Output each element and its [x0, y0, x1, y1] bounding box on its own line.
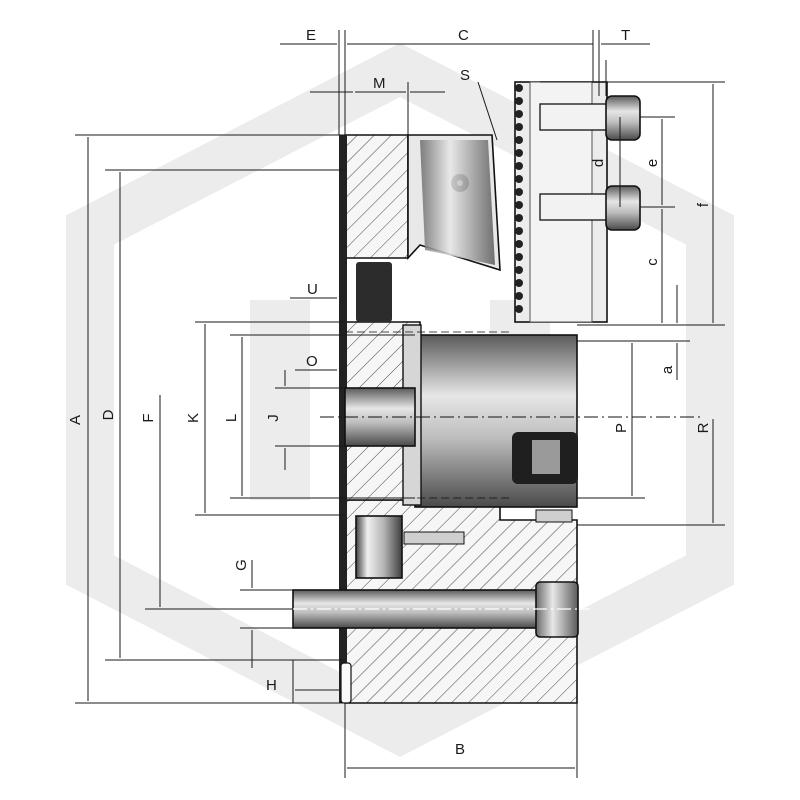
label-e-small: e [644, 159, 661, 167]
label-f-big: F [140, 413, 157, 422]
label-a-big: A [67, 415, 84, 425]
chuck-body [292, 81, 700, 704]
label-d-small: d [590, 159, 607, 167]
label-t: T [621, 27, 630, 44]
label-d: D [100, 409, 117, 420]
label-c-big: C [458, 27, 469, 44]
label-p: P [613, 423, 630, 433]
label-s: S [460, 67, 470, 84]
label-b: B [455, 741, 465, 758]
dimension-lines [75, 30, 725, 778]
label-o: O [306, 353, 318, 370]
label-j: J [265, 414, 282, 422]
label-r: R [695, 422, 712, 433]
label-l: L [223, 414, 240, 422]
dimension-labels: A D F K L J G H U O B E C T M S d e c f … [67, 27, 712, 758]
label-u: U [307, 281, 318, 298]
label-g: G [233, 559, 250, 571]
label-h: H [266, 677, 277, 694]
label-e-big: E [306, 27, 316, 44]
label-k: K [185, 413, 202, 423]
label-a-small: a [659, 365, 676, 374]
label-c-small: c [644, 258, 661, 266]
label-f-small: f [695, 202, 712, 207]
label-m: M [373, 75, 386, 92]
